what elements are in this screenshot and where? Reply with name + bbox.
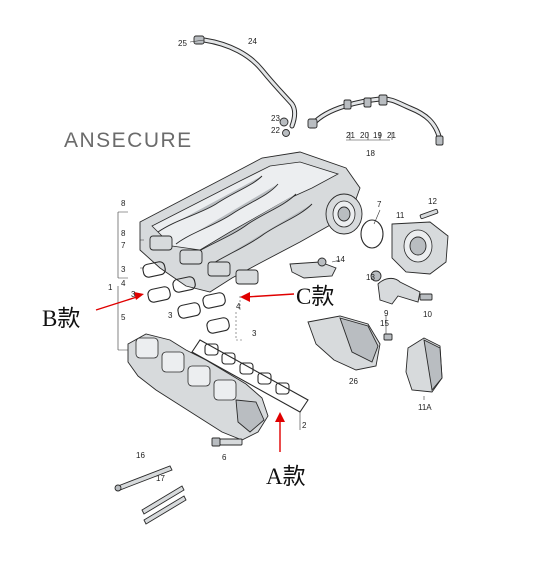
part-label-3d: 3: [252, 329, 257, 338]
callout-b-label: B款: [42, 306, 80, 331]
part-label-10: 10: [423, 310, 432, 319]
part-label-3b: 3: [131, 290, 136, 299]
callout-c-arrow: [245, 293, 295, 298]
part-label-25: 25: [178, 39, 187, 48]
part-label-18: 18: [366, 149, 375, 158]
callout-arrows: [95, 292, 295, 452]
part-label-4a: 4: [121, 279, 126, 288]
engine-cover: [307, 315, 381, 371]
part-label-13: 13: [366, 273, 375, 282]
part-label-21a: 21: [346, 131, 355, 140]
intake-manifold-lower: [127, 333, 269, 441]
gasket-set-upper: [142, 261, 230, 334]
part-label-20: 20: [360, 131, 369, 140]
part-label-17: 17: [156, 474, 165, 483]
part-label-21b: 21: [387, 131, 396, 140]
part-label-15: 15: [380, 319, 389, 328]
callout-a-arrowhead: [275, 412, 285, 422]
bracket: [289, 257, 337, 279]
callout-c-arrowhead: [240, 292, 250, 302]
throttle-cover: [405, 337, 443, 393]
part-number-labels: 25 24 23 22 21 20 19 21 18 7 12 11 14 13…: [108, 37, 437, 483]
part-label-7b: 7: [377, 200, 382, 209]
part-label-1: 1: [108, 283, 113, 292]
part-label-3c: 3: [168, 311, 173, 320]
part-label-23: 23: [271, 114, 280, 123]
part-label-11a: 11A: [418, 403, 432, 412]
part-label-8b: 8: [121, 229, 126, 238]
coolant-elbow: [370, 270, 433, 305]
part-label-12: 12: [428, 197, 437, 206]
brand-watermark: ANSECURE: [64, 129, 193, 152]
part-label-11: 11: [396, 211, 405, 220]
cable-ties: [114, 465, 187, 525]
part-label-9: 9: [384, 309, 389, 318]
part-label-7: 7: [121, 241, 126, 250]
bolt: [211, 437, 243, 447]
callout-c-label: C款: [296, 284, 334, 309]
part-label-22: 22: [271, 126, 280, 135]
part-label-5: 5: [121, 313, 126, 322]
intake-manifold-upper: [139, 151, 363, 293]
bolt-12: [419, 208, 439, 220]
part-label-4b: 4: [236, 302, 241, 311]
part-label-19: 19: [373, 131, 382, 140]
vent-hose-assembly: [307, 94, 444, 146]
bolt-15: [383, 333, 393, 341]
part-label-8: 8: [121, 199, 126, 208]
part-label-16: 16: [136, 451, 145, 460]
leader-lines: [117, 39, 425, 430]
o-ring: [360, 219, 384, 249]
part-label-3a: 3: [121, 265, 126, 274]
callout-a-label: A款: [266, 464, 306, 489]
part-label-24: 24: [248, 37, 257, 46]
part-label-2: 2: [302, 421, 307, 430]
throttle-body: [391, 221, 449, 275]
callout-b-arrowhead: [134, 292, 144, 300]
breather-hose: [193, 35, 298, 137]
part-label-26: 26: [349, 377, 358, 386]
part-label-6: 6: [222, 453, 227, 462]
part-label-14: 14: [336, 255, 345, 264]
callout-b-arrow: [95, 295, 141, 311]
